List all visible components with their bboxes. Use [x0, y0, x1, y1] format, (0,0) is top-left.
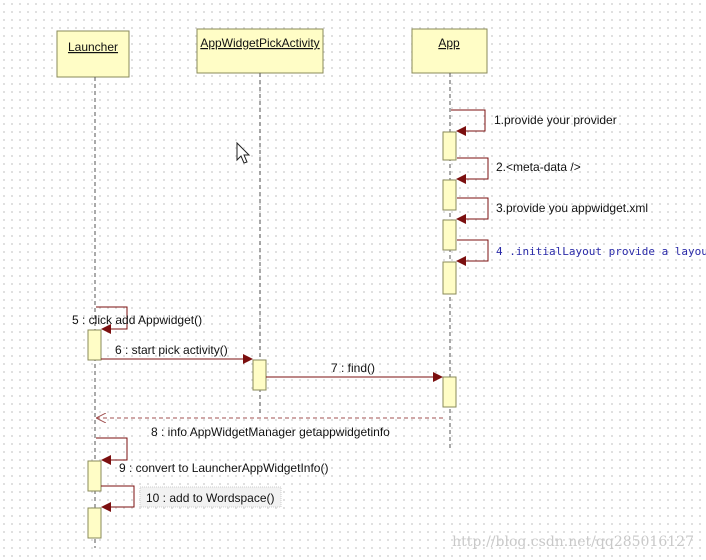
activation-app-2 — [442, 179, 457, 211]
message-8-label: 8 : info AppWidgetManager getappwidgetin… — [151, 425, 390, 439]
activation-launcher-3 — [87, 507, 102, 539]
lifeline-launcher-box[interactable] — [56, 30, 130, 78]
message-5-label: 5 : click add Appwidget() — [72, 313, 202, 327]
activation-launcher-1 — [87, 329, 102, 361]
message-4-label: 4 .initialLayout provide a layout — [496, 245, 706, 258]
message-7: 7 : find() — [266, 361, 443, 382]
message-4-arrow — [456, 239, 489, 266]
message-1-label: 1.provide your provider — [494, 113, 617, 127]
message-9: 9 : convert to LauncherAppWidgetInfo() — [96, 437, 328, 475]
lifeline-picker-box[interactable] — [196, 28, 324, 74]
lifeline-picker-label: AppWidgetPickActivity — [200, 36, 319, 50]
lifeline-app-box[interactable] — [411, 28, 488, 74]
message-9-arrow — [96, 437, 128, 465]
message-2-label: 2.<meta-data /> — [496, 160, 581, 174]
message-4: 4 .initialLayout provide a layout — [456, 239, 706, 266]
activation-app-5 — [442, 376, 457, 408]
message-3-arrow — [456, 197, 489, 224]
activation-launcher-2 — [87, 460, 102, 492]
lifeline-picker: AppWidgetPickActivity — [196, 28, 324, 416]
activation-app-1 — [442, 131, 457, 161]
message-2-arrow — [456, 157, 489, 184]
activation-app-3 — [442, 219, 457, 251]
message-3-label: 3.provide you appwidget.xml — [496, 201, 648, 215]
lifeline-app: App — [411, 28, 488, 450]
message-10-label: 10 : add to Wordspace() — [146, 491, 275, 505]
message-3: 3.provide you appwidget.xml — [456, 197, 648, 224]
mouse-pointer-icon — [236, 141, 251, 164]
message-1: 1.provide your provider — [451, 109, 617, 136]
message-8: 8 : info AppWidgetManager getappwidgetin… — [97, 418, 443, 439]
message-1-arrow — [451, 109, 486, 136]
lifeline-app-label: App — [438, 36, 460, 50]
message-10-label-highlight — [139, 486, 282, 508]
message-10: 10 : add to Wordspace() — [101, 485, 282, 512]
watermark: http://blog.csdn.net/qq285016127 — [452, 534, 694, 550]
message-9-label: 9 : convert to LauncherAppWidgetInfo() — [119, 461, 328, 475]
message-5-arrow — [96, 306, 128, 334]
message-10-arrow — [101, 485, 135, 512]
lifeline-launcher-label: Launcher — [68, 40, 118, 54]
message-5: 5 : click add Appwidget() — [72, 306, 202, 334]
message-6-label: 6 : start pick activity() — [115, 343, 228, 357]
message-7-label: 7 : find() — [331, 361, 375, 375]
message-6: 6 : start pick activity() — [101, 343, 253, 364]
activation-picker-1 — [252, 359, 267, 391]
message-2: 2.<meta-data /> — [456, 157, 581, 184]
activation-app-4 — [442, 261, 457, 295]
